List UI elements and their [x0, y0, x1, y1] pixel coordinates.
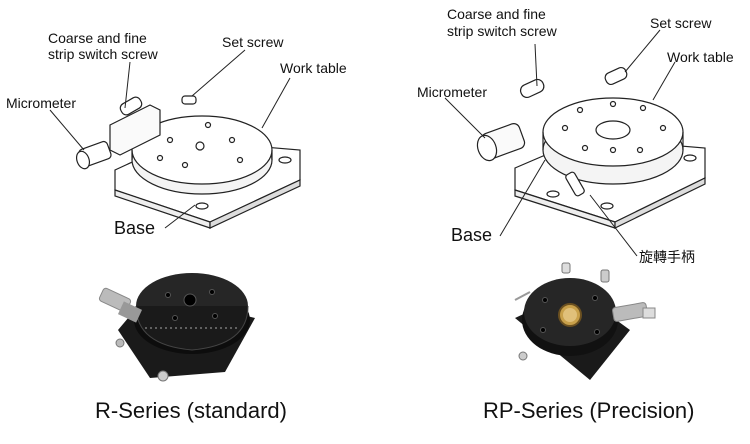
base-label: Base: [451, 225, 493, 245]
base-label: Base: [114, 218, 156, 238]
r-series-photo: [98, 273, 255, 382]
set-screw-label: Set screw: [650, 15, 712, 31]
work-table-label: Work table: [280, 60, 347, 76]
rotary-handle-label: 旋轉手柄: [639, 250, 695, 266]
rp-series-panel: Coarse and fine strip switch screw Set s…: [375, 0, 750, 444]
coarse-fine-screw-label-line2: strip switch screw: [447, 23, 557, 39]
rp-series-caption: RP-Series (Precision): [483, 398, 695, 423]
r-series-panel: Coarse and fine strip switch screw Set s…: [6, 30, 347, 423]
rp-series-drawings: [444, 29, 706, 380]
coarse-fine-screw-label-line1: Coarse and fine: [447, 6, 546, 22]
micrometer-label: Micrometer: [6, 95, 77, 111]
r-series-line-drawing: [75, 95, 301, 229]
coarse-fine-screw-label-line1: Coarse and fine: [48, 30, 147, 46]
micrometer-label: Micrometer: [417, 84, 488, 100]
coarse-fine-screw-label-line2: strip switch screw: [48, 46, 158, 62]
rp-series-leaders: [444, 29, 676, 257]
r-series-drawings: [49, 49, 301, 382]
work-table-label: Work table: [667, 49, 734, 65]
rp-series-line-drawing: [476, 66, 706, 229]
r-series-leaders: [49, 49, 291, 229]
rp-series-photo: [514, 262, 656, 380]
r-series-caption: R-Series (standard): [95, 398, 287, 423]
set-screw-label: Set screw: [222, 34, 284, 50]
